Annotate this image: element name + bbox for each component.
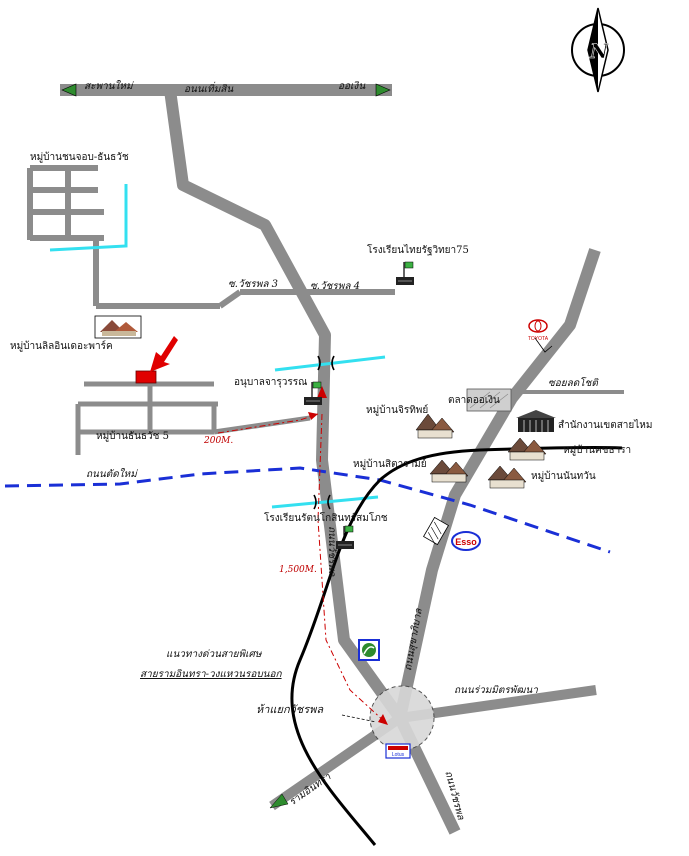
toyota-logo: TOYOTA [528,319,549,342]
label-village-jiri: หมู่บ้านจิรทิพย์ [366,405,429,416]
label-district-office: สำนักงานเขตสายไหม [558,420,653,431]
label-village-sitaram: หมู่บ้านสิตารามย์ [353,459,427,470]
destination-marker [135,370,157,384]
label-soi-lotchot: ซอยลดโชติ [548,378,598,389]
kindergarten-icon [304,381,322,405]
label-soi4: ซ.วัชรพล 4 [310,281,360,292]
house-jiri-icon [415,413,455,439]
bridge-lower-icon [313,494,331,510]
label-top-road: อนนเทิ่มสิน [184,84,234,95]
district-office-icon [516,410,556,432]
market-icon [466,388,512,412]
top-road [60,83,392,97]
village-thanthawat-streets [75,381,311,455]
new-road-dashed [4,466,611,554]
house-lillin-icon [94,315,142,339]
hatched-structure-icon [423,516,449,546]
label-village-top: หมู่บ้านชนจอบ-ธันธวัช [30,152,129,163]
main-road-watcharaphon [164,89,461,835]
esso-logo: Esso [451,531,481,551]
route-arrow-down-icon [378,714,388,725]
arrow-left-icon [61,83,77,97]
esso-text: Esso [455,537,477,547]
house-nanwan-icon [487,465,527,489]
label-village-thanthawat: หมู่บ้านธันธวัช 5 [96,431,169,442]
label-kindergarten: อนุบาลจารุวรรณ [234,377,308,388]
village-top-streets [27,165,395,309]
house-sitaram-icon [429,459,469,483]
arrow-right-icon [375,83,391,97]
label-school-bottom: โรงเรียนรัตนโกสินทร์สมโภช [264,513,388,524]
toyota-text: TOYOTA [528,336,549,342]
route-1500m [317,413,386,723]
label-village-nanwan: หมู่บ้านนันทวัน [531,471,596,482]
label-distance-1500: 1,500M. [279,565,317,575]
label-new-road: ถนนตัดใหม่ [86,469,137,480]
label-ruam-mit: ถนนร่วมมิตรพัฒนา [454,685,538,696]
bridge-upper-icon [317,355,335,371]
junction-leader [341,714,377,723]
arrow-southwest-icon [269,793,289,809]
canal-lower [271,495,379,509]
lotus-text: Lotus [392,752,405,758]
compass-n-text: N [589,39,609,63]
label-village-khotara: หมู่บ้านคชธารา [563,445,632,456]
canal-upper [274,355,386,372]
label-top-left: สะพานใหม่ [84,81,133,92]
label-school-thai: โรงเรียนไทยรัฐวิทยา75 [367,245,469,256]
label-junction: ห้าแยกวัชรพล [256,703,324,716]
route-arrow-up-icon [317,386,327,398]
lotus-sign: Lotus [385,743,411,759]
school-bottom-icon [336,525,354,549]
label-village-lillin: หมู่บ้านลิลอินเดอะพาร์ค [10,341,113,352]
school-thai-icon [396,261,414,285]
label-top-right: ออเงิน [338,81,366,92]
label-route-line1: แนวทางด่วนสายพิเศษ [166,649,262,660]
bangchak-logo [358,639,380,661]
road-sukhaphiban [394,248,601,720]
red-arrow-icon [150,336,178,372]
toyota-leader [534,337,553,353]
label-main-road: ถนนวัชรพล [326,526,337,577]
label-distance-200: 200M. [204,436,234,446]
label-soi3: ซ.วัชรพล 3 [228,279,278,290]
route-arrow-icon [308,412,318,420]
label-market: ตลาดออเงิน [448,395,500,406]
label-route-line2: สายรามอินทรา-วงแหวนรอบนอก [140,669,282,680]
junction-circle [369,685,435,751]
compass-icon: N [571,7,625,93]
house-khotara-icon [507,437,547,461]
canal-top [49,184,128,252]
